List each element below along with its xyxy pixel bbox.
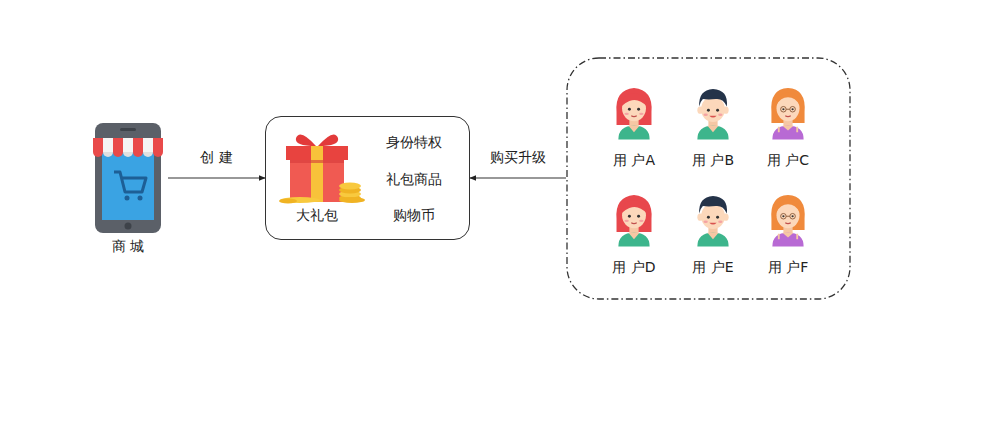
node-label: 购物币 xyxy=(393,206,435,224)
user-node: 用 户E xyxy=(678,185,748,277)
node-label: 用 户A xyxy=(613,151,655,169)
user-node: 用 户D xyxy=(599,185,669,277)
gift-icon xyxy=(279,134,365,203)
edge-label: 购买升级 xyxy=(487,148,549,166)
node-label: 用 户B xyxy=(692,151,734,169)
node-label: 商 城 xyxy=(112,237,144,255)
arrow-connector xyxy=(470,177,566,178)
node-label: 用 户D xyxy=(612,258,655,276)
dash-dot-border xyxy=(567,58,850,299)
shop-icon xyxy=(93,123,163,233)
gift-package-box: 大礼包 身份特权礼包商品购物币 xyxy=(265,116,470,240)
user-node: 用 户C xyxy=(753,78,823,170)
user-node: 用 户B xyxy=(678,78,748,170)
edge-label: 创 建 xyxy=(197,148,235,166)
user-group-region: 用 户A 用 户B 用 户C 用 户D 用 户E 用 户F xyxy=(566,57,851,300)
node-label: 用 户C xyxy=(767,151,809,169)
node-label: 礼包商品 xyxy=(386,170,442,188)
shop-node: 商 城 xyxy=(88,118,168,258)
arrow-connector xyxy=(168,177,265,178)
node-label: 用 户F xyxy=(768,258,809,276)
user-node: 用 户F xyxy=(753,185,823,277)
node-label: 用 户E xyxy=(692,258,733,276)
user-node: 用 户A xyxy=(599,78,669,170)
node-label: 大礼包 xyxy=(296,206,338,224)
node-label: 身份特权 xyxy=(386,133,442,151)
